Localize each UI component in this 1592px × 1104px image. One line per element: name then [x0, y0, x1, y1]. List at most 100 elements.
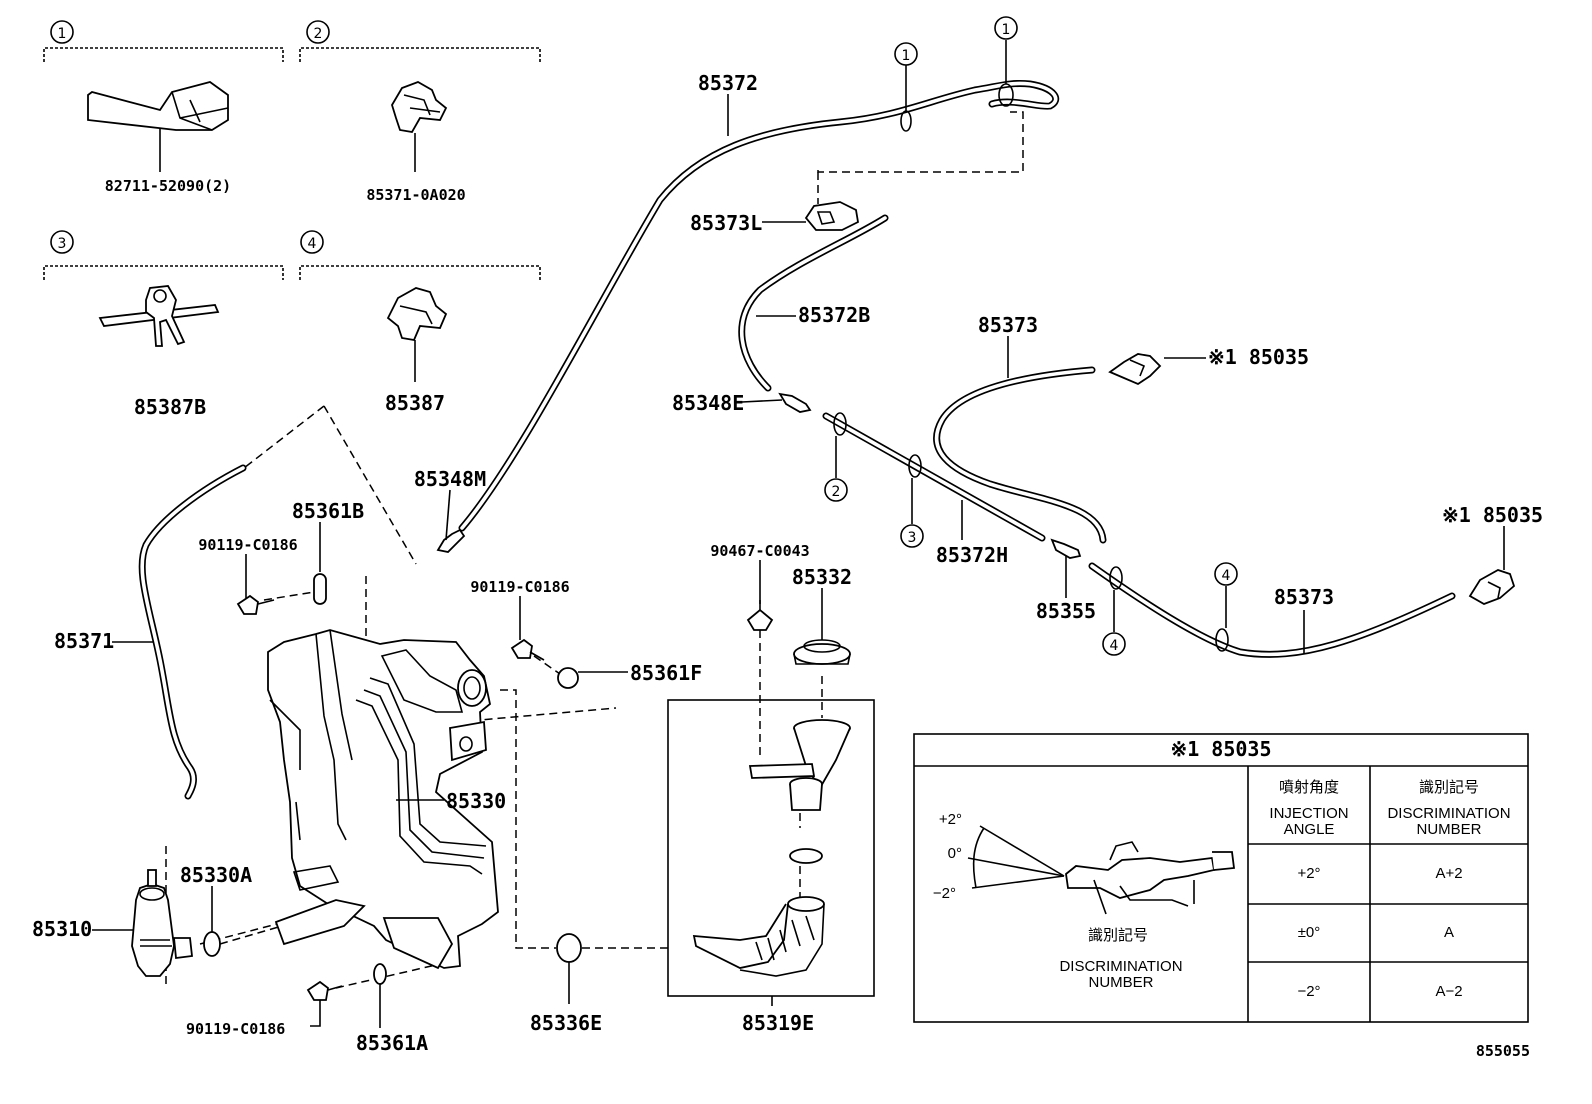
hose-85373-lower	[1088, 562, 1456, 658]
table-row2-angle: ±0°	[1298, 924, 1321, 941]
spray-angle-illustration: +2° 0° −2° 識別記号 DISCRIMINATION NUMBER	[933, 811, 1236, 991]
table-title: ※1 85035	[1170, 737, 1271, 761]
hose-85372B	[738, 214, 889, 392]
svg-text:2: 2	[832, 484, 841, 500]
nozzle-table: ※1 85035 噴射角度 INJECTION ANGLE 識別記号 DISCR…	[913, 733, 1529, 1023]
joint-85348M	[436, 528, 466, 553]
label-85330: 85330	[446, 789, 506, 813]
label-85372: 85372	[698, 71, 758, 95]
joint-85348E	[778, 392, 812, 413]
label-90119-mid: 90119-C0186	[470, 578, 569, 596]
clip-icon	[87, 81, 229, 131]
label-90467: 90467-C0043	[710, 542, 809, 560]
hose-85371	[138, 464, 247, 800]
table-row1-code: A+2	[1435, 865, 1462, 882]
washer-85361B	[313, 573, 327, 605]
cap-85332	[793, 639, 851, 665]
table-row1-angle: +2°	[1297, 865, 1320, 882]
valve-85373L	[804, 201, 859, 231]
table-col2-en1: DISCRIMINATION	[1387, 805, 1510, 822]
ring-85336E	[556, 933, 582, 963]
angle-minus-label: −2°	[933, 885, 956, 902]
inset-2-circle	[306, 20, 330, 44]
svg-text:1: 1	[902, 48, 911, 64]
clamp-callout-1a: 1	[894, 42, 918, 66]
inset-3-number: 3	[58, 236, 67, 252]
inset-2-part: 85371-0A020	[366, 186, 465, 204]
inset-4-circle	[300, 230, 324, 254]
clamp-callout-4b: 4	[1214, 562, 1238, 628]
label-90119-lower: 90119-C0186	[186, 1020, 285, 1038]
table-col1-en2: ANGLE	[1284, 821, 1335, 838]
screw-icon	[746, 600, 774, 631]
clamp-icon	[391, 81, 448, 133]
bolt-icon	[306, 980, 343, 1001]
mark-en1: DISCRIMINATION	[1059, 958, 1182, 975]
inset-1-part: 82711-52090(2)	[105, 177, 231, 195]
inset-4: 4 85387	[299, 230, 541, 415]
grommet	[203, 931, 221, 957]
inset-2-number: 2	[314, 26, 323, 42]
label-85319E: 85319E	[742, 1011, 814, 1035]
nozzle-icon	[1108, 353, 1162, 386]
hose-85373-upper	[933, 366, 1107, 544]
angle-plus-label: +2°	[939, 811, 962, 828]
clamp-icon	[386, 287, 448, 342]
hose-85372	[458, 80, 1060, 532]
svg-text:3: 3	[908, 530, 917, 546]
label-85373-lower: 85373	[1274, 585, 1334, 609]
label-85361A: 85361A	[356, 1031, 428, 1055]
mark-jp: 識別記号	[1088, 927, 1148, 944]
table-col1-jp: 噴射角度	[1279, 779, 1339, 796]
label-85361B: 85361B	[292, 499, 364, 523]
clamp-callout-1b: 1	[994, 16, 1018, 40]
label-85035-upper: ※1 85035	[1208, 345, 1309, 369]
diagram-id: 855055	[1476, 1042, 1530, 1060]
label-85330A: 85330A	[180, 863, 252, 887]
label-85361F: 85361F	[630, 661, 702, 685]
inset-4-number: 4	[308, 236, 317, 252]
mark-en2: NUMBER	[1088, 974, 1153, 991]
clamp-callout-2: 2	[824, 436, 848, 502]
label-85371: 85371	[54, 629, 114, 653]
reservoir-tank	[267, 629, 499, 970]
inset-3-circle	[50, 230, 74, 254]
inset-4-part: 85387	[385, 391, 445, 415]
table-row3-angle: −2°	[1297, 983, 1320, 1000]
label-85373-upper: 85373	[978, 313, 1038, 337]
label-85336E: 85336E	[530, 1011, 602, 1035]
label-85310: 85310	[32, 917, 92, 941]
label-85332: 85332	[792, 565, 852, 589]
label-85372B: 85372B	[798, 303, 870, 327]
table-row2-code: A	[1444, 924, 1454, 941]
inset-1-number: 1	[58, 26, 67, 42]
label-85348M: 85348M	[414, 467, 486, 491]
label-90119-upper: 90119-C0186	[198, 536, 297, 554]
clamp-icon	[98, 285, 220, 347]
filler-neck	[692, 719, 851, 977]
bolt-icon	[236, 594, 275, 615]
inlet-assembly-box	[667, 699, 875, 997]
label-85348E: 85348E	[672, 391, 744, 415]
washer-85361F	[557, 667, 579, 689]
inset-1: 1 82711-52090(2)	[43, 20, 284, 195]
clamp-callout-4a: 4	[1102, 590, 1126, 656]
table-col1-en1: INJECTION	[1269, 805, 1348, 822]
joint-85355	[1050, 538, 1082, 559]
table-col2-jp: 識別記号	[1419, 779, 1479, 796]
svg-text:4: 4	[1222, 568, 1231, 584]
label-85355: 85355	[1036, 599, 1096, 623]
hose-85372H	[822, 412, 1046, 542]
label-85372H: 85372H	[936, 543, 1008, 567]
table-col2-en2: NUMBER	[1416, 821, 1481, 838]
angle-zero-label: 0°	[948, 845, 962, 862]
inset-1-circle	[50, 20, 74, 44]
bolt-icon	[510, 638, 545, 661]
svg-text:1: 1	[1002, 22, 1011, 38]
inset-3-part: 85387B	[134, 395, 206, 419]
inset-2: 2 85371-0A020	[299, 20, 541, 204]
table-row3-code: A−2	[1435, 983, 1462, 1000]
nozzle-icon	[1468, 569, 1516, 605]
